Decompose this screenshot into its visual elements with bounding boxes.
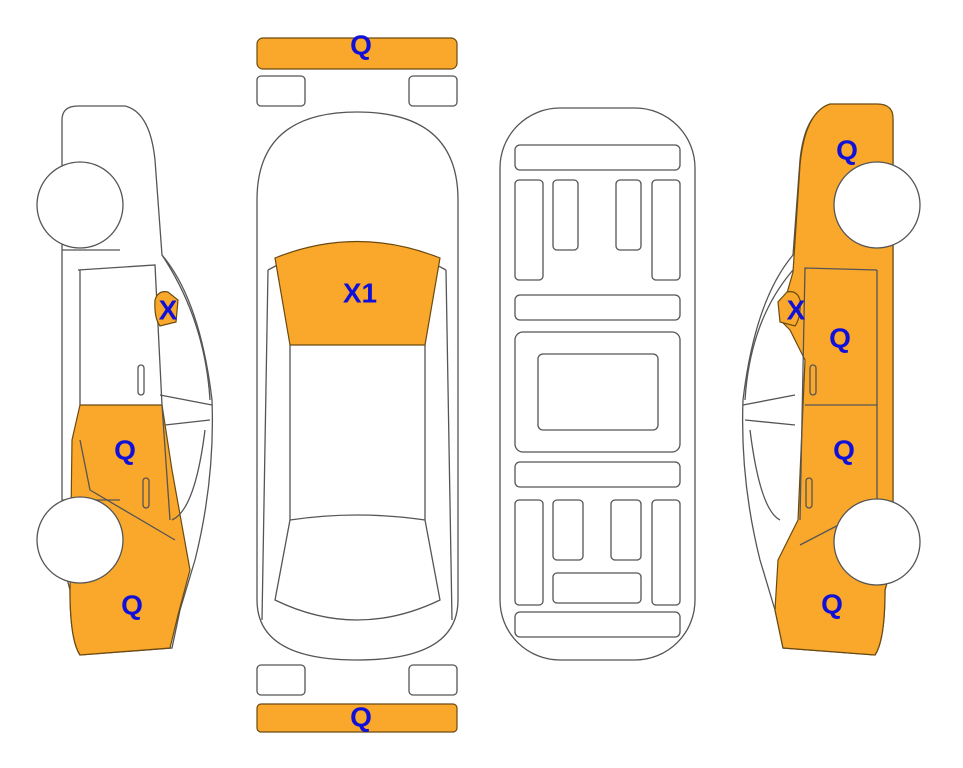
mark-rear-bumper: Q	[350, 701, 372, 732]
mark-right-rear-quarter: Q	[821, 588, 843, 619]
mark-right-front-door: Q	[829, 322, 851, 353]
front-bumper-damage[interactable]	[256, 37, 458, 70]
mark-left-front-fender: Q	[121, 589, 143, 620]
door-handle-icon	[142, 477, 150, 509]
mark-right-rear-door: Q	[833, 434, 855, 465]
mark-left-mirror: X	[159, 294, 178, 325]
door-handle-icon	[809, 364, 817, 396]
right-front-wheel-icon	[833, 161, 921, 249]
left-mirror-damage[interactable]	[154, 291, 179, 327]
mark-windshield: X1	[343, 277, 377, 308]
left-front-wheel-icon	[36, 496, 124, 584]
top-body-outline	[256, 111, 459, 661]
left-rear-wheel-icon	[36, 161, 124, 249]
door-handle-icon	[805, 477, 813, 509]
rear-bumper-damage[interactable]	[256, 703, 458, 733]
top-view: Q X1 Q	[256, 29, 459, 733]
right-side-view: Q X Q Q Q	[741, 103, 921, 656]
left-side-view: X Q Q	[36, 105, 214, 656]
left-lower-damage-area[interactable]	[69, 404, 191, 656]
mark-front-bumper: Q	[350, 29, 372, 60]
right-mirror-damage[interactable]	[777, 291, 801, 327]
underside-view	[499, 107, 696, 661]
windshield-damage[interactable]	[274, 240, 441, 346]
door-handle-icon	[137, 364, 145, 396]
right-rear-wheel-icon	[833, 498, 921, 586]
mark-right-mirror: X	[787, 294, 806, 325]
mark-left-rear-door: Q	[114, 434, 136, 465]
mark-right-front-fender: Q	[836, 134, 858, 165]
